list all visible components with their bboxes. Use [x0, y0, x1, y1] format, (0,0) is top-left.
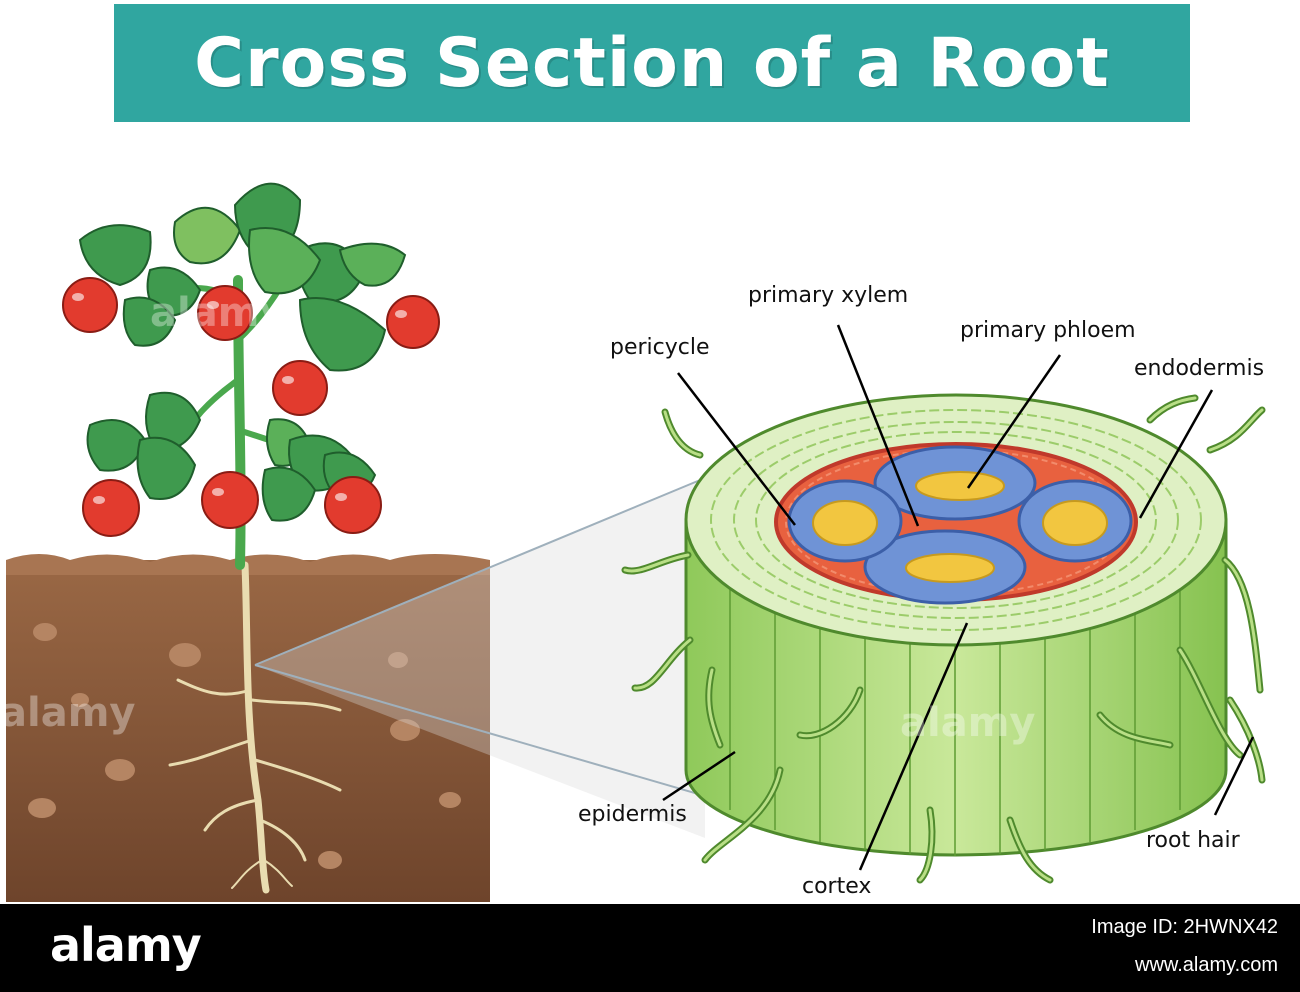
root-hairs-inner [623, 396, 1264, 882]
label-root-hair: root hair [1146, 828, 1240, 853]
label-primary-xylem: primary xylem [748, 283, 909, 308]
watermark: alamy [900, 700, 1036, 746]
footer-logo: alamy [50, 918, 202, 972]
phloem-cores [812, 471, 1108, 583]
magnifier-wedge [255, 478, 705, 838]
label-cortex: cortex [802, 874, 872, 899]
page-title: Cross Section of a Root [194, 23, 1110, 103]
soil-block [6, 554, 490, 902]
label-primary-phloem: primary phloem [960, 318, 1136, 343]
label-pericycle: pericycle [610, 335, 710, 360]
tomatoes [62, 277, 440, 537]
watermark: alamy [150, 290, 286, 336]
title-banner: Cross Section of a Root [114, 4, 1190, 122]
plant-roots [168, 561, 342, 894]
watermark: alamy [0, 690, 136, 736]
footer-image-id: Image ID: 2HWNX42 [1091, 916, 1278, 938]
tomato-highlights [72, 293, 407, 504]
footer-bar: alamy Image ID: 2HWNX42 www.alamy.com [0, 904, 1300, 992]
label-endodermis: endodermis [1134, 356, 1265, 381]
label-epidermis: epidermis [578, 802, 687, 827]
footer-site-link[interactable]: www.alamy.com [1135, 954, 1278, 976]
leader-lines [662, 324, 1255, 871]
